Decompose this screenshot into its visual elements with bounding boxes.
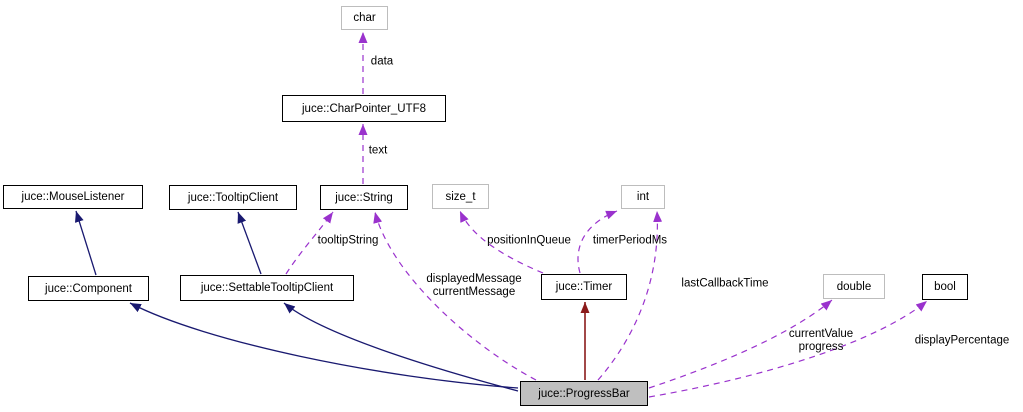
- edge-settabletooltipclient-to-tooltipclient: [237, 211, 262, 275]
- node-size-t: size_t: [432, 184, 489, 209]
- edge-timer-to-int: [577, 210, 618, 274]
- node-component[interactable]: juce::Component: [28, 276, 149, 301]
- node-bool[interactable]: bool: [922, 274, 968, 300]
- edge-label-text: text: [368, 144, 388, 157]
- edge-settabletooltipclient-to-string: [285, 211, 334, 275]
- edge-timer-to-size_t: [459, 210, 544, 274]
- node-double: double: [823, 274, 885, 299]
- node-char: char: [341, 6, 388, 30]
- edge-label-displayedmessage-currentmessage: displayedMessage currentMessage: [426, 272, 522, 298]
- edge-label-tooltipstring: tooltipString: [317, 234, 379, 247]
- edge-progressbar-to-settabletooltipclient: [283, 302, 519, 392]
- edge-label-displaypercentage: displayPercentage: [914, 334, 1010, 347]
- node-progressbar: juce::ProgressBar: [520, 381, 648, 406]
- node-settabletooltipclient[interactable]: juce::SettableTooltipClient: [180, 275, 354, 301]
- edge-progressbar-to-int: [597, 210, 663, 381]
- node-charpointer-utf8[interactable]: juce::CharPointer_UTF8: [282, 95, 446, 122]
- edge-progressbar-to-component: [129, 302, 519, 389]
- edge-label-currentvalue-progress: currentValue progress: [788, 327, 854, 353]
- edge-component-to-mouselistener: [74, 210, 97, 276]
- node-string[interactable]: juce::String: [320, 185, 408, 210]
- node-mouselistener[interactable]: juce::MouseListener: [3, 185, 143, 209]
- edge-progressbar-to-bool: [648, 300, 928, 398]
- edge-label-data: data: [370, 55, 394, 68]
- node-timer[interactable]: juce::Timer: [541, 274, 627, 300]
- node-tooltipclient[interactable]: juce::TooltipClient: [169, 185, 297, 210]
- edge-label-timerperiodms: timerPeriodMs: [592, 234, 668, 247]
- edge-label-positioninqueue: positionInQueue: [487, 234, 571, 247]
- node-int: int: [621, 185, 665, 209]
- edge-label-lastcallbacktime: lastCallbackTime: [681, 277, 769, 290]
- edge-progressbar-to-string: [373, 211, 537, 381]
